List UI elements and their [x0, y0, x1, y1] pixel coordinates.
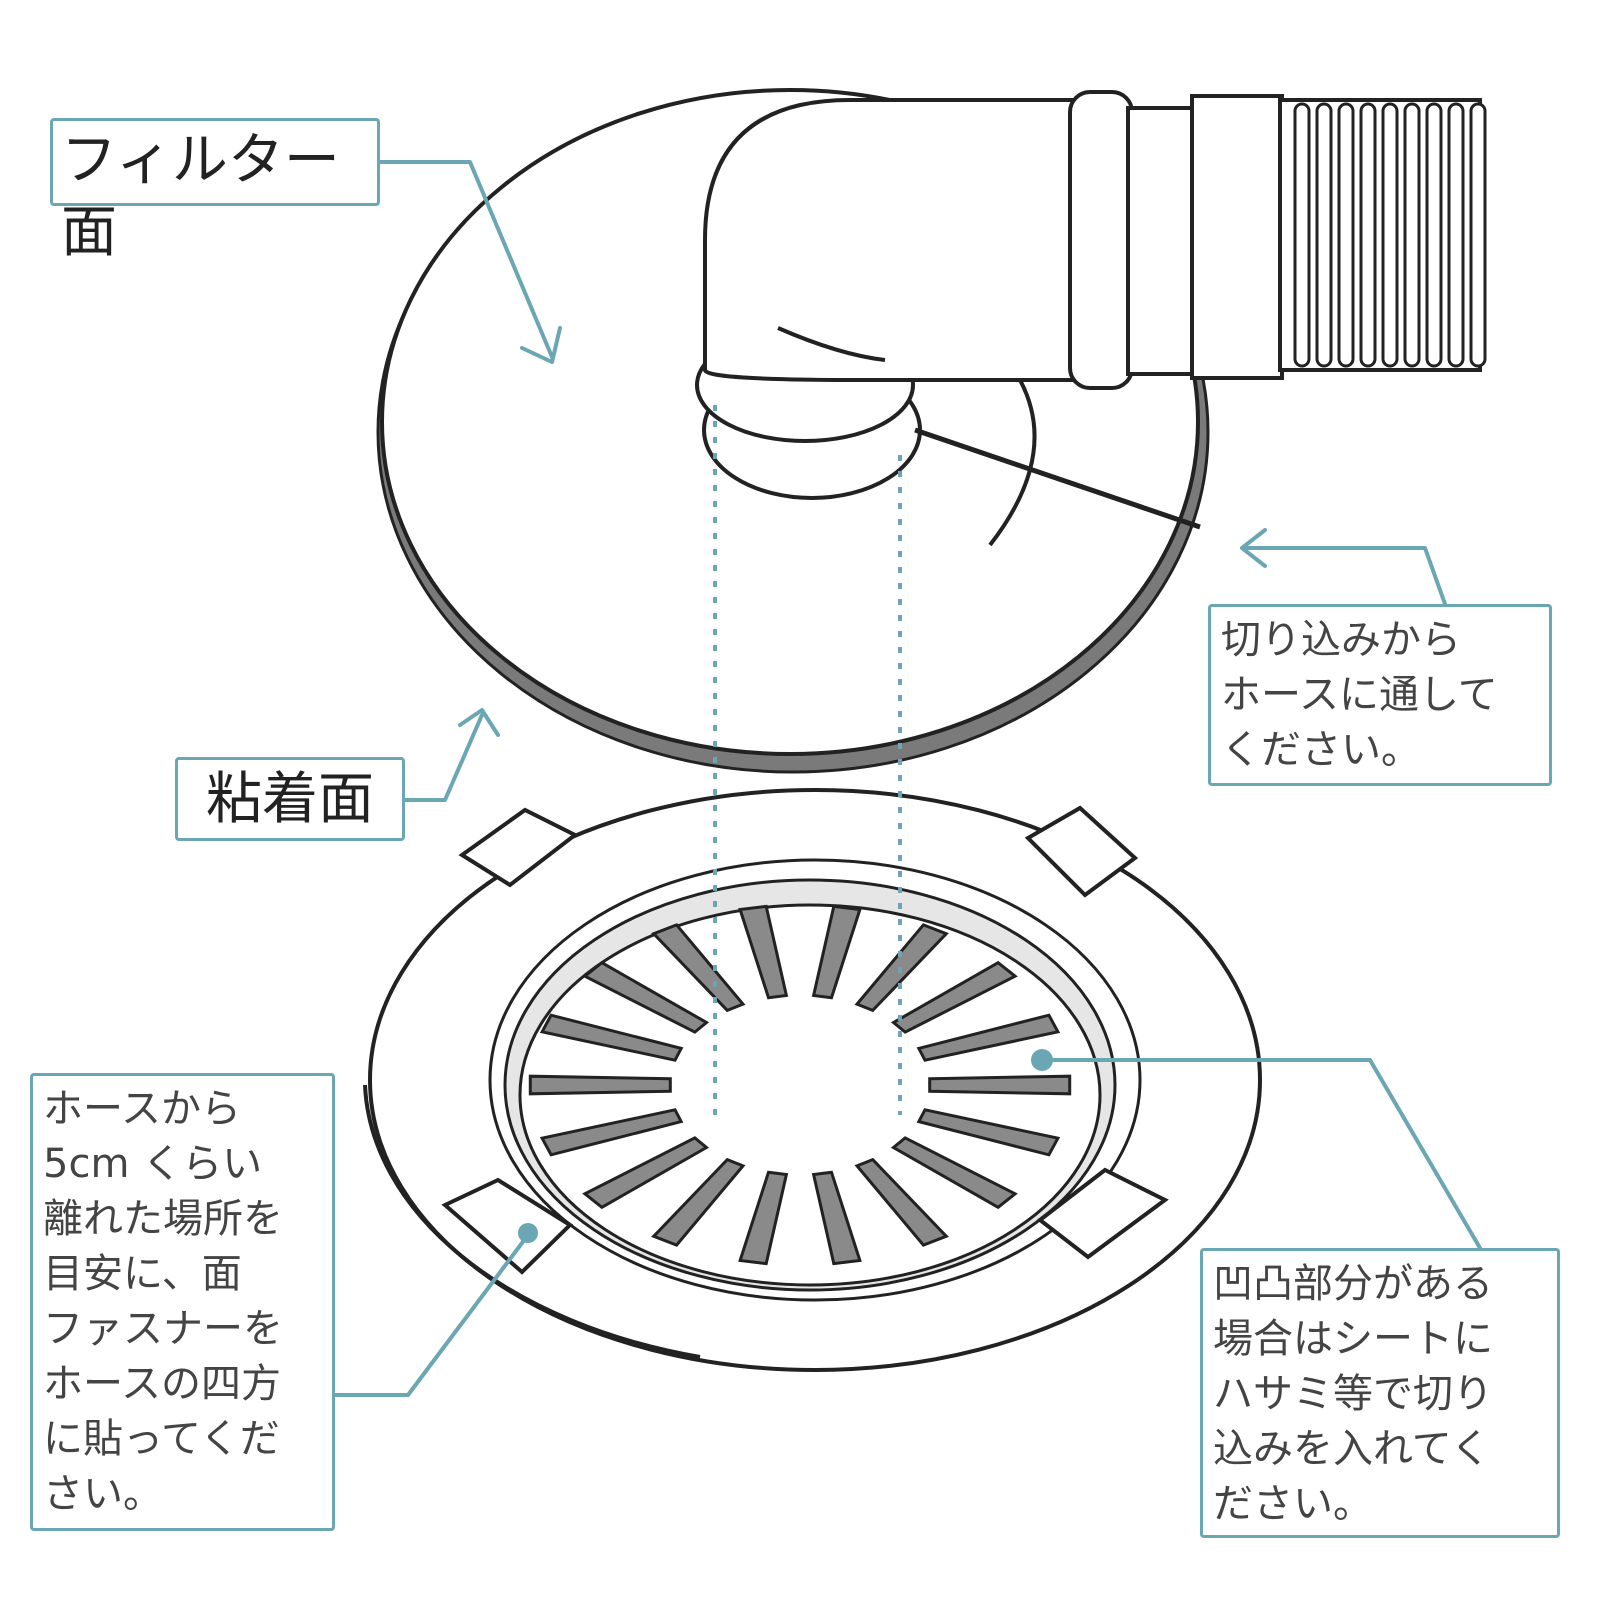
hose-coupling-ring [1070, 92, 1132, 388]
adhesive-side-label: 粘着面 [175, 757, 405, 841]
hose-rib [1471, 104, 1485, 366]
hose-rib [1295, 104, 1309, 366]
drain-center-hub [690, 1000, 910, 1160]
hose-rib [1339, 104, 1353, 366]
notch-instruction: 切り込みから ホースに通して ください。 [1208, 604, 1552, 786]
hose-coupling [1128, 108, 1198, 374]
hose-coupling-step [1192, 96, 1282, 378]
dot-fastener-pad [518, 1223, 538, 1243]
hose-rib [1405, 104, 1419, 366]
hose-ribs [1295, 104, 1485, 366]
hose-rib [1317, 104, 1331, 366]
grate-slot [530, 1076, 670, 1094]
hose-elbow-body [705, 100, 1080, 380]
arrow-notch [1245, 548, 1445, 604]
hose-rib [1427, 104, 1441, 366]
arrow-adhesive-side [405, 715, 482, 800]
fastener-instruction: ホースから 5cm くらい 離れた場所を 目安に、面 ファスナーを ホースの四方… [30, 1073, 335, 1531]
cut-instruction: 凹凸部分がある 場合はシートに ハサミ等で切り 込みを入れてく ださい。 [1200, 1248, 1560, 1538]
drain-grate [365, 790, 1260, 1370]
hose-rib [1449, 104, 1463, 366]
dot-cut-area [1031, 1049, 1053, 1071]
hose-rib [1383, 104, 1397, 366]
grate-slot [930, 1076, 1070, 1094]
filter-side-label: フィルター面 [50, 118, 380, 206]
hose-rib [1361, 104, 1375, 366]
